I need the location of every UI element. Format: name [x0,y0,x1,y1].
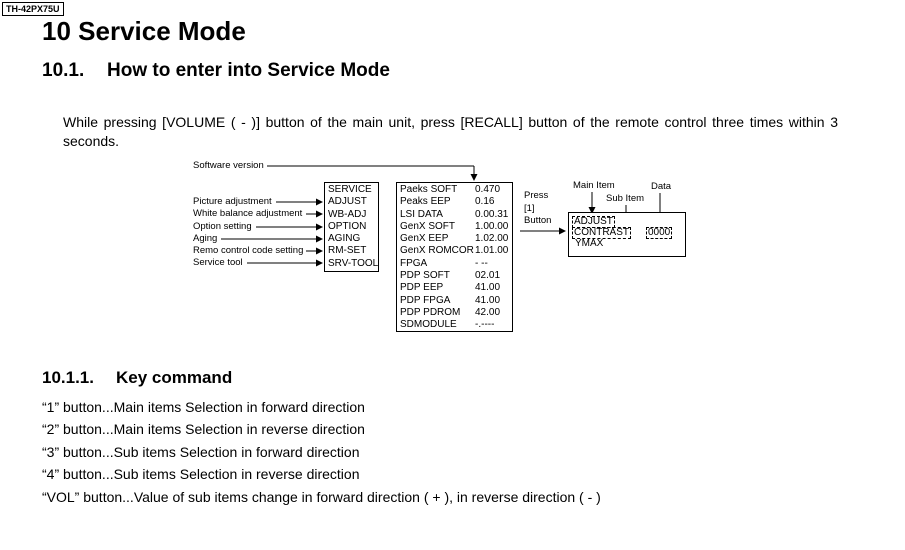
service-menu-box: SERVICE ADJUST WB-ADJ OPTION AGING RM-SE… [324,182,379,272]
section-title: How to enter into Service Mode [107,60,390,81]
main-item-label: Main Item [573,180,615,191]
key-command-line: “2” button...Main items Selection in rev… [42,421,365,437]
version-value: 0.16 [475,196,495,208]
version-name: LSI DATA [400,208,443,220]
version-value: 02.01 [475,270,501,282]
version-value: 1.00.00 [475,220,509,232]
menu-item-wb-adj: WB-ADJ [328,208,367,220]
version-value: - -- [475,257,488,269]
subsection-title: Key command [116,368,233,387]
version-name: PDP PDROM [400,306,461,318]
version-value: -.---- [475,319,495,331]
page-title: 10 Service Mode [42,16,246,46]
version-value: 1.02.00 [475,233,509,245]
press-button-note: Press [1] Button [524,190,551,228]
label-service-tool: Service tool [193,257,243,268]
press-line: Button [524,215,552,226]
version-name: PDP SOFT [400,270,450,282]
version-row: FPGA - -- [400,258,512,270]
menu-item-srv-tool: SRV-TOOL [328,257,379,269]
version-row: PDP FPGA 41.00 [400,295,512,307]
press-line: Press [524,190,549,201]
subsection-heading: 10.1.1. Key command [42,367,232,389]
version-value: 0.470 [475,184,501,195]
version-value: 42.00 [475,306,501,318]
menu-item-aging: AGING [328,233,361,245]
version-row: PDP SOFT 02.01 [400,270,512,282]
label-white-balance: White balance adjustment [193,208,303,219]
section-heading: 10.1. How to enter into Service Mode [42,59,390,83]
menu-item-option: OPTION [328,220,367,232]
version-name: Peaks EEP [400,196,451,208]
version-row: SDMODULE -.---- [400,319,512,331]
version-box: Paeks SOFT 0.470 Peaks EEP 0.16 LSI DATA 0.… [396,182,513,332]
software-version-label: Software version [193,160,264,171]
menu-item-service: SERVICE [328,184,372,195]
version-row: GenX SOFT 1.00.00 [400,221,512,233]
version-name: GenX SOFT [400,220,456,232]
version-name: PDP EEP [400,282,444,294]
key-command-line: “4” button...Sub items Selection in reve… [42,466,360,482]
version-value: 41.00 [475,282,501,294]
label-aging: Aging [193,233,218,244]
version-row: PDP PDROM 42.00 [400,307,512,319]
version-name: GenX EEP [400,233,449,245]
sub-item-label: Sub Item [606,193,645,204]
data-label: Data [651,181,672,192]
label-option-setting: Option setting [193,221,252,232]
version-value: 0.00.31 [475,208,509,220]
menu-item-adjust: ADJUST [328,196,367,208]
label-remo-control: Remo control code setting [193,245,304,256]
model-tag: TH-42PX75U [2,2,64,16]
version-row: GenX EEP 1.02.00 [400,233,512,245]
menu-item-rm-set: RM-SET [328,245,367,257]
version-name: FPGA [400,257,428,269]
press-line: [1] [524,202,535,214]
section-number: 10.1. [42,60,85,81]
version-name: SDMODULE [400,319,457,331]
version-name: GenX ROMCOR [400,245,474,257]
key-command-line: “VOL” button...Value of sub items change… [42,489,601,505]
intro-paragraph: While pressing [VOLUME ( - )] button of … [63,114,838,149]
version-name: Paeks SOFT [400,184,458,195]
screen-data-value: 0000 [646,227,673,239]
key-command-line: “1” button...Main items Selection in for… [42,399,365,415]
screen-next-item: YMAX [575,238,604,249]
version-value: 41.00 [475,294,501,306]
key-command-line: “3” button...Sub items Selection in forw… [42,444,360,460]
version-row: Peaks EEP 0.16 [400,196,512,208]
version-name: PDP FPGA [400,294,451,306]
version-row: LSI DATA 0.00.31 [400,209,512,221]
label-picture-adjustment: Picture adjustment [193,196,272,207]
screen-sub-item: CONTRAST [572,227,631,239]
version-row: Paeks SOFT 0.470 [400,184,512,196]
version-value: 1.01.00 [475,245,509,257]
version-row: PDP EEP 41.00 [400,282,512,294]
tv-screen-box [568,212,686,257]
subsection-number: 10.1.1. [42,368,94,387]
